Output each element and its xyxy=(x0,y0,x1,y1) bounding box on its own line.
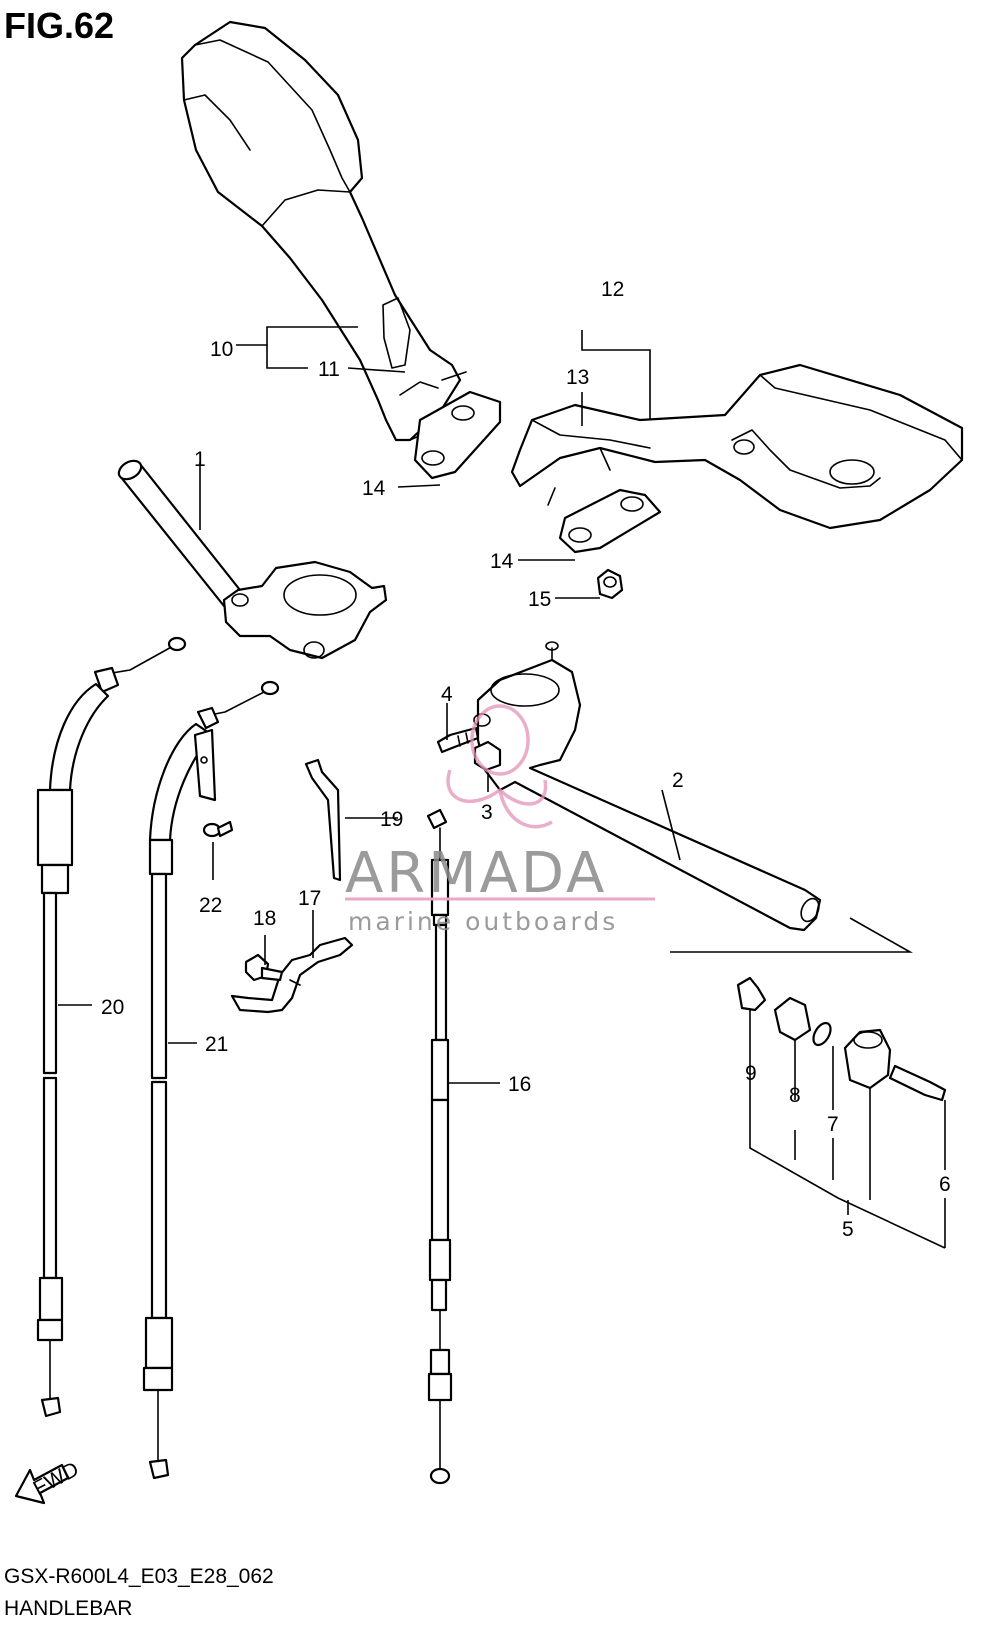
callout-17: 17 xyxy=(298,887,321,910)
callout-2: 2 xyxy=(672,769,684,792)
watermark: ARMADA marine outboards xyxy=(345,704,655,936)
callout-19: 19 xyxy=(380,808,403,831)
callout-14-upper: 14 xyxy=(362,477,386,500)
bolt-18 xyxy=(244,953,284,982)
cable-clamp-17 xyxy=(230,936,354,1014)
watermark-logo-icon xyxy=(446,704,553,829)
callout-13: 13 xyxy=(566,366,589,389)
forward-label: FWD xyxy=(30,1458,83,1501)
callout-15: 15 xyxy=(528,588,551,611)
bolt-4 xyxy=(436,726,480,754)
cable-tie-19 xyxy=(304,758,342,882)
left-handlebar xyxy=(117,459,388,660)
callout-8: 8 xyxy=(789,1084,801,1107)
callout-16: 16 xyxy=(508,1073,531,1096)
figure-code: GSX-R600L4_E03_E28_062 xyxy=(4,1565,274,1588)
figure-title: FIG.62 xyxy=(4,5,114,46)
callout-3: 3 xyxy=(481,801,493,824)
callout-14-lower: 14 xyxy=(490,550,514,573)
figure-name: HANDLEBAR xyxy=(4,1597,132,1620)
throttle-cable-20 xyxy=(36,636,187,1418)
forward-arrow-icon: FWD xyxy=(14,1458,83,1505)
callout-20: 20 xyxy=(101,996,124,1019)
mirror-plate-left xyxy=(413,390,502,480)
callout-5: 5 xyxy=(842,1218,854,1241)
clutch-cable-16 xyxy=(426,808,453,1485)
callout-18: 18 xyxy=(253,907,276,930)
callout-22: 22 xyxy=(199,894,222,917)
callout-11: 11 xyxy=(318,358,340,381)
right-mirror xyxy=(510,363,964,530)
callout-12: 12 xyxy=(601,278,624,301)
callout-10: 10 xyxy=(210,338,233,361)
mirror-plate-right xyxy=(558,488,662,554)
screw-22 xyxy=(202,820,234,838)
nut-3 xyxy=(473,740,502,772)
callout-4: 4 xyxy=(441,683,453,706)
left-mirror xyxy=(180,20,467,442)
callout-21: 21 xyxy=(205,1033,228,1056)
watermark-brand: ARMADA xyxy=(345,841,607,906)
throttle-cable-21 xyxy=(142,680,280,1480)
callout-9: 9 xyxy=(745,1062,757,1085)
leader-lines xyxy=(58,326,946,1249)
callout-7: 7 xyxy=(827,1113,839,1136)
callout-1: 1 xyxy=(194,448,206,471)
callout-6: 6 xyxy=(939,1173,951,1196)
bar-end-assembly xyxy=(670,917,947,1102)
watermark-tagline: marine outboards xyxy=(348,907,618,936)
callout-labels: 1 2 3 4 5 6 7 8 9 10 11 12 13 14 14 15 1… xyxy=(101,278,951,1241)
nut xyxy=(596,568,624,600)
